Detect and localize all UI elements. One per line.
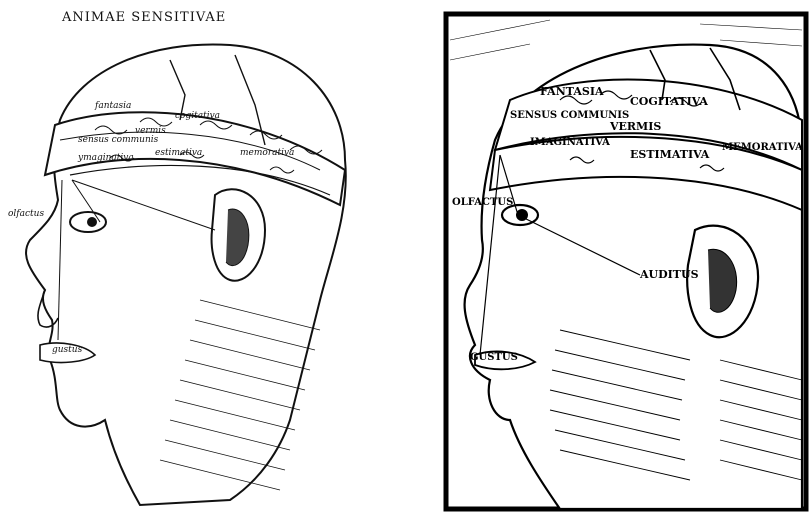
label-imaginativa-right: IMAGINATIVA	[530, 137, 610, 148]
label-sensus-communis: sensus communis	[78, 135, 159, 145]
right-woodcut: FANTASIA SENSUS COMMUNIS IMAGINATIVA VER…	[440, 0, 809, 514]
label-cogitativa: cogitativa	[175, 111, 220, 121]
label-ymaginativa: ymaginativa	[77, 153, 134, 163]
label-fantasia-right: FANTASIA	[540, 85, 604, 98]
label-gustus: gustus	[52, 345, 83, 355]
label-gustus-right: GUSTUS	[470, 352, 518, 363]
label-vermis: vermis	[135, 126, 166, 136]
label-olfactus-right: OLFACTUS	[452, 197, 513, 208]
label-cogitativa-right: COGITATIVA	[630, 95, 708, 108]
label-estimativa-right: ESTIMATIVA	[630, 148, 710, 161]
label-olfactus: olfactus	[8, 209, 44, 219]
label-memorativa: memorativa	[240, 148, 294, 158]
right-head-illustration: FANTASIA SENSUS COMMUNIS IMAGINATIVA VER…	[440, 0, 809, 514]
label-vermis-right: VERMIS	[609, 120, 661, 133]
label-auditus-right: AUDITUS	[639, 268, 699, 281]
label-memorativa-right: MEMORATIVA	[722, 142, 803, 153]
label-fantasia: fantasia	[94, 101, 131, 111]
left-woodcut: ANIMAE SENSITIVAE	[0, 0, 400, 514]
label-estimativa: estimativa	[155, 148, 202, 158]
figure-title: ANIMAE SENSITIVAE	[62, 10, 226, 25]
left-head-illustration: sensus communis fantasia ymaginativa ver…	[0, 0, 400, 514]
